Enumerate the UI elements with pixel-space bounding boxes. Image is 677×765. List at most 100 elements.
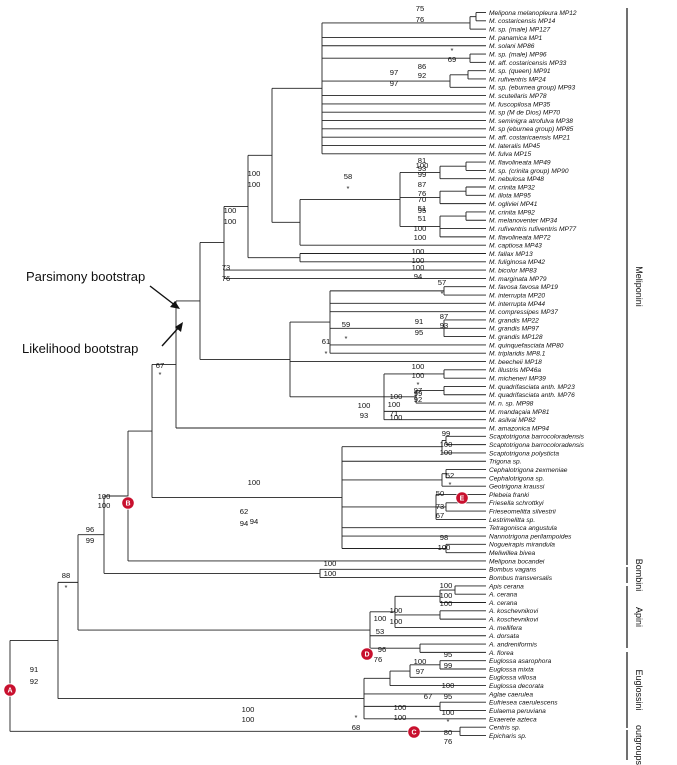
taxon-label: M. ogliviei MP41 — [489, 201, 538, 208]
taxon-label: M. rufiventris rufiventris MP77 — [489, 226, 577, 233]
taxon-label: Melipona melanopleura MP12 — [489, 10, 577, 17]
support-value: 100 — [440, 599, 453, 608]
taxon-label: A. cerana — [488, 592, 518, 599]
taxon-label: Frieseomelitta silvestrii — [489, 509, 556, 516]
taxon-label: Eulaema peruviana — [489, 708, 546, 715]
taxon-label: Nogueirapis mirandula — [489, 542, 555, 549]
taxon-label: M. sp (eburnea group) MP85 — [489, 126, 574, 133]
node-letter: B — [125, 501, 130, 508]
support-value: 100 — [442, 681, 455, 690]
support-value: * — [159, 370, 162, 379]
support-value: * — [441, 289, 444, 298]
taxon-label: M. beecheii MP18 — [489, 359, 542, 366]
taxon-label: Bombus transversalis — [489, 575, 553, 582]
support-value: 76 — [418, 189, 426, 198]
taxon-label: M. illota MP95 — [489, 193, 531, 200]
support-value: 59 — [342, 320, 350, 329]
support-value: * — [345, 334, 348, 343]
support-value: 100 — [412, 256, 425, 265]
taxon-label: M. micheneri MP39 — [489, 376, 546, 383]
taxon-label: M. interrupta MP20 — [489, 292, 545, 299]
support-value: 91 — [30, 665, 38, 674]
support-value: 52 — [446, 471, 454, 480]
support-value: 93 — [440, 321, 448, 330]
node-marker — [360, 647, 374, 661]
support-value: 76 — [222, 274, 230, 283]
taxon-label: M. n. sp. MP98 — [489, 400, 534, 407]
support-value: 94 — [250, 517, 258, 526]
support-value: 95 — [418, 206, 426, 215]
support-value: 98 — [440, 533, 448, 542]
support-value: 86 — [418, 62, 426, 71]
support-value: 94 — [414, 272, 422, 281]
support-value: 100 — [374, 614, 387, 623]
taxon-label: M. fulva MP15 — [489, 151, 531, 158]
taxon-label: M. bicolor MP83 — [489, 268, 537, 275]
support-value: * — [65, 583, 68, 592]
taxon-label: M. sp. (queen) MP91 — [489, 68, 551, 75]
taxon-label: M. costaricensis MP14 — [489, 18, 556, 25]
arrow-head — [175, 322, 183, 332]
taxon-label: Scaptotrigona barrocoloradensis — [489, 434, 585, 441]
taxon-label: M. flavolineata MP49 — [489, 159, 551, 166]
support-value: 100 — [412, 371, 425, 380]
taxon-label: M. compressipes MP37 — [489, 309, 558, 316]
taxon-label: Trigona sp. — [489, 459, 522, 466]
support-value: 51 — [418, 214, 426, 223]
parsimony-bootstrap-annotation: Parsimony bootstrap — [26, 269, 145, 284]
support-value: 51 — [418, 204, 426, 213]
taxon-label: M. grandis MP97 — [489, 326, 539, 333]
taxon-label: Exaerete azteca — [489, 716, 537, 723]
support-value: 67 — [156, 361, 164, 370]
taxon-label: Aglae caerulea — [488, 691, 533, 698]
taxon-label: M. captiosa MP43 — [489, 243, 542, 250]
support-value: 93 — [360, 411, 368, 420]
support-value: 50 — [436, 489, 444, 498]
support-value: 100 — [414, 224, 427, 233]
taxon-label: M. fallax MP13 — [489, 251, 533, 258]
support-value: 73 — [436, 502, 444, 511]
support-value: 99 — [86, 536, 94, 545]
taxon-label: M. grandis MP128 — [489, 334, 543, 341]
taxon-label: M. quinquefasciata MP80 — [489, 342, 564, 349]
taxon-label: M. sp. (male) MP127 — [489, 27, 551, 34]
support-value: 68 — [352, 723, 360, 732]
support-value: 100 — [248, 478, 261, 487]
node-marker — [121, 496, 135, 510]
taxon-label: M. flavolineata MP72 — [489, 234, 551, 241]
group-label-outgroups: outgroups — [634, 725, 644, 765]
support-value: 99 — [414, 389, 422, 398]
support-value: 100 — [442, 708, 455, 717]
node-marker — [3, 683, 17, 697]
group-label-meliponini: Meliponini — [634, 266, 644, 307]
taxon-label: M. panamica MP1 — [489, 35, 542, 42]
taxon-label: Lestrimelitta sp. — [489, 517, 535, 524]
support-value: 96 — [378, 645, 386, 654]
support-value: 99 — [444, 661, 452, 670]
taxon-label: Eufriesea caerulescens — [489, 700, 558, 707]
support-value: 99 — [418, 170, 426, 179]
support-value: 100 — [224, 206, 237, 215]
support-value: 92 — [30, 677, 38, 686]
support-value: 100 — [242, 715, 255, 724]
support-value: 100 — [412, 247, 425, 256]
support-value: 76 — [374, 655, 382, 664]
taxon-label: A. andreniformis — [488, 641, 538, 648]
support-value: 93 — [418, 164, 426, 173]
taxon-label: M. seminigra atrofulva MP38 — [489, 118, 573, 125]
node-letter: E — [460, 496, 465, 503]
taxon-label: M. quadrifasciata anth. MP76 — [489, 392, 575, 399]
taxon-label: M. aff. costaricensis MP33 — [489, 60, 567, 67]
support-value: 81 — [418, 156, 426, 165]
support-value: 97 — [416, 667, 424, 676]
taxon-label: M. sp. (crinita group) MP90 — [489, 168, 569, 175]
taxon-label: A. koschevnikovi — [488, 608, 539, 615]
support-value: 100 — [388, 400, 401, 409]
support-value: 94 — [240, 519, 248, 528]
support-value: * — [451, 46, 454, 55]
support-value: 100 — [390, 606, 403, 615]
taxon-label: M. illustris MP46a — [489, 367, 541, 374]
taxon-label: Geotrigona kraussi — [489, 484, 545, 491]
support-value: * — [355, 713, 358, 722]
support-value: 100 — [394, 703, 407, 712]
